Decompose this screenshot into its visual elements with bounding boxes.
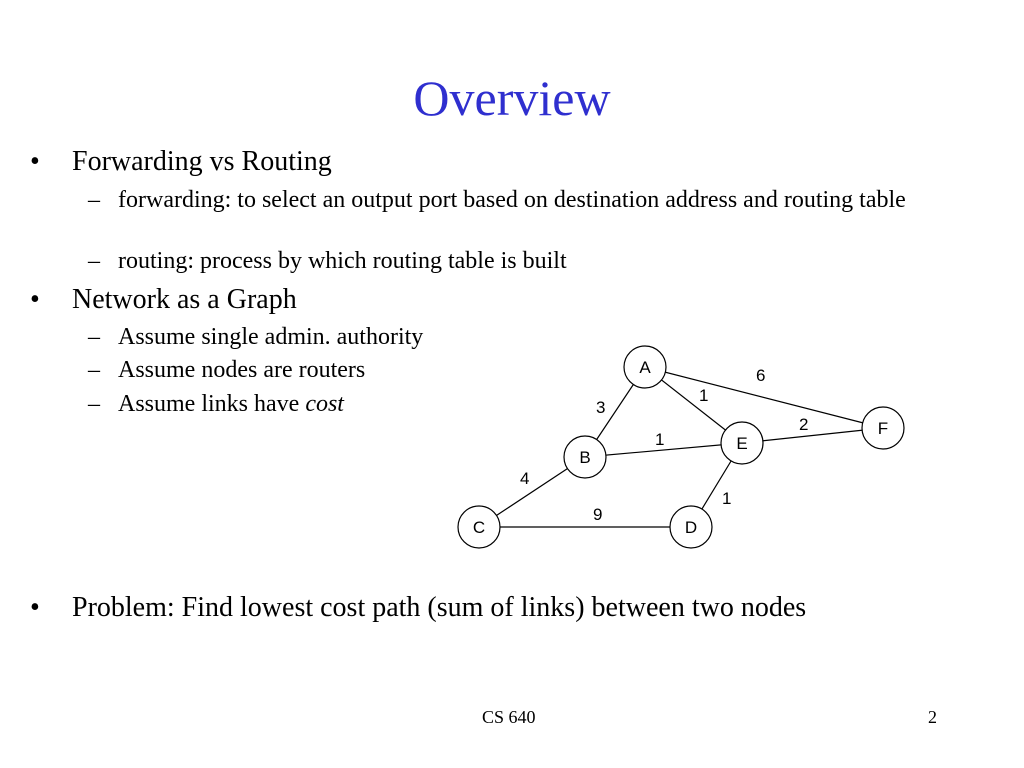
edge-a-f bbox=[644, 366, 884, 429]
edge-b-e bbox=[584, 442, 743, 458]
node-f: F bbox=[861, 406, 905, 450]
dash-marker: – bbox=[88, 187, 100, 213]
dash-marker: – bbox=[88, 391, 100, 417]
node-label: D bbox=[685, 518, 697, 537]
cost-label: 9 bbox=[593, 505, 602, 524]
graph-nodes: A B C D E F bbox=[457, 345, 905, 549]
dash-marker: – bbox=[88, 248, 100, 274]
network-graph: 3 1 6 1 2 4 9 1 A B C D E F bbox=[457, 345, 905, 549]
node-d: D bbox=[669, 505, 713, 549]
dash-marker: – bbox=[88, 324, 100, 350]
bullet-dot: • bbox=[30, 592, 40, 623]
bullet-dot: • bbox=[30, 284, 40, 315]
sub-bullet-text: routing: process by which routing table … bbox=[118, 248, 567, 274]
bullet-text: Network as a Graph bbox=[72, 284, 297, 315]
node-c: C bbox=[457, 505, 501, 549]
cost-label: 4 bbox=[520, 469, 529, 488]
slide-title: Overview bbox=[413, 70, 611, 126]
cost-label: 1 bbox=[722, 489, 731, 508]
cost-label: 1 bbox=[699, 386, 708, 405]
bullet-text: Problem: Find lowest cost path (sum of l… bbox=[72, 592, 807, 623]
cost-label: 1 bbox=[655, 430, 664, 449]
node-label: C bbox=[473, 518, 485, 537]
sub-bullet-text-plain: Assume links have bbox=[118, 391, 306, 417]
node-label: B bbox=[579, 448, 590, 467]
cost-label: 6 bbox=[756, 366, 765, 385]
sub-bullet-text: Assume nodes are routers bbox=[118, 357, 366, 383]
node-a: A bbox=[623, 345, 667, 389]
bullet-text: Forwarding vs Routing bbox=[72, 146, 332, 177]
footer-page-number: 2 bbox=[928, 707, 937, 727]
graph-edges bbox=[478, 366, 884, 528]
sub-bullet-text: Assume links have cost bbox=[118, 391, 344, 417]
node-label: F bbox=[878, 419, 888, 438]
node-e: E bbox=[720, 421, 764, 465]
node-label: A bbox=[639, 358, 651, 377]
bullet-dot: • bbox=[30, 146, 40, 177]
footer-course: CS 640 bbox=[482, 707, 536, 727]
cost-emphasis: cost bbox=[305, 391, 344, 417]
edge-costs: 3 1 6 1 2 4 9 1 bbox=[520, 366, 808, 524]
node-b: B bbox=[563, 435, 607, 479]
cost-label: 3 bbox=[596, 398, 605, 417]
sub-bullet-text: Assume single admin. authority bbox=[118, 324, 424, 350]
cost-label: 2 bbox=[799, 415, 808, 434]
sub-bullet-text: forwarding: to select an output port bas… bbox=[118, 187, 906, 213]
node-label: E bbox=[736, 434, 747, 453]
dash-marker: – bbox=[88, 357, 100, 383]
edge-e-f bbox=[741, 427, 884, 444]
